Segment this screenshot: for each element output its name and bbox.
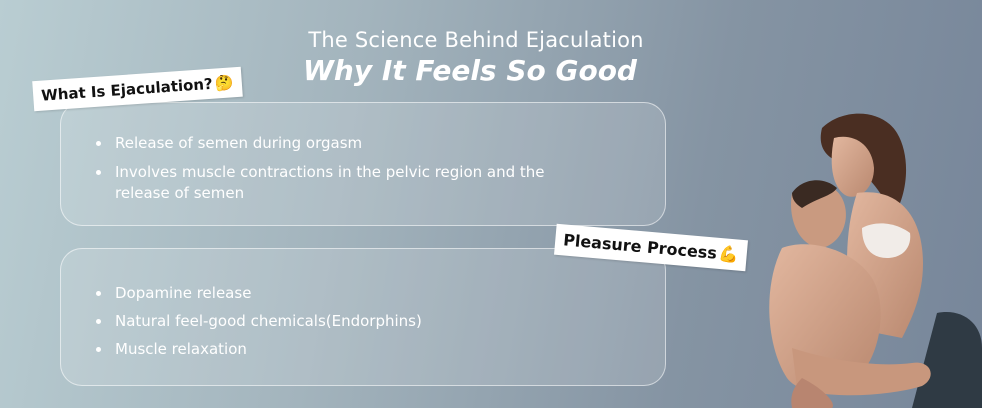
flexed-biceps-icon: 💪 — [717, 243, 740, 265]
list-item: Natural feel-good chemicals(Endorphins) — [96, 311, 665, 332]
page-subtitle: The Science Behind Ejaculation — [308, 28, 644, 52]
definition-list: Release of semen during orgasm Involves … — [61, 103, 665, 204]
pleasure-process-card: Dopamine release Natural feel-good chemi… — [60, 248, 666, 386]
tag-label: What Is Ejaculation? — [40, 74, 214, 105]
page-title: Why It Feels So Good — [303, 54, 637, 87]
definition-card: Release of semen during orgasm Involves … — [60, 102, 666, 226]
list-item: Release of semen during orgasm — [96, 133, 665, 154]
list-item: Dopamine release — [96, 283, 665, 304]
list-item: Muscle relaxation — [96, 339, 665, 360]
list-item: Involves muscle contractions in the pelv… — [96, 162, 665, 204]
pleasure-list: Dopamine release Natural feel-good chemi… — [61, 249, 665, 360]
thinking-face-icon: 🤔 — [213, 73, 234, 93]
embracing-couple-photo — [769, 113, 982, 408]
